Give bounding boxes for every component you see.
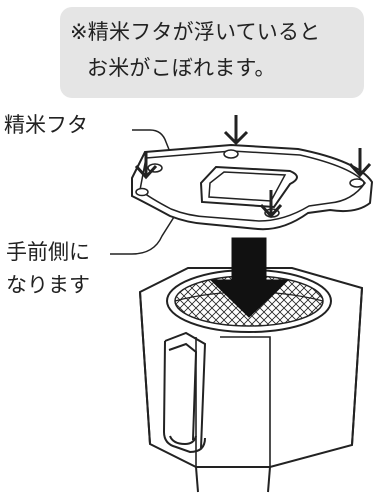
front-side-label-line-1: 手前側に — [6, 240, 90, 264]
down-arrow-icon — [134, 151, 158, 180]
polishing-lid — [131, 143, 374, 231]
lid-leader-line — [132, 129, 173, 158]
down-arrow-icon — [223, 115, 249, 146]
down-arrow-icon — [348, 148, 372, 178]
handle — [162, 331, 207, 454]
notice-box: ※精米フタが浮いていると お米がこぼれます。 — [60, 7, 364, 98]
notice-text-line-1: ※精米フタが浮いていると — [70, 20, 321, 44]
front-side-label-line-2: なります — [6, 273, 90, 297]
large-down-arrow-icon — [209, 237, 290, 318]
lid-label: 精米フタ — [4, 113, 88, 137]
down-arrow-icon — [259, 190, 283, 219]
front-side-leader-line — [110, 216, 175, 255]
notice-text-line-2: お米がこぼれます。 — [87, 56, 276, 80]
